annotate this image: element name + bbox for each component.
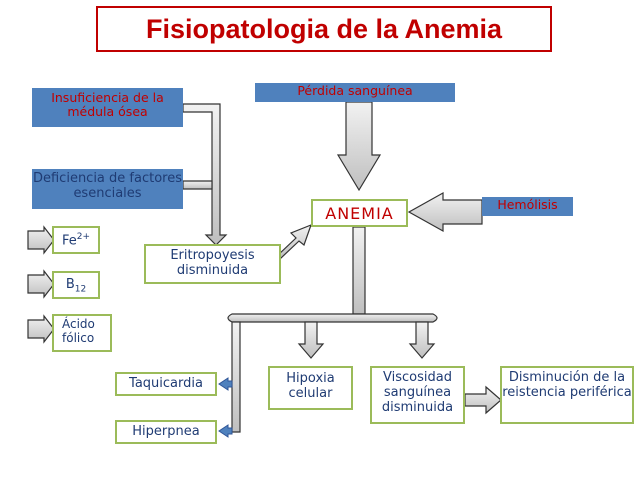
node-acido: Ácido fólico — [52, 314, 112, 352]
arrow-left-drop — [231, 321, 241, 433]
arrow-to-hiperpnea — [218, 424, 233, 438]
node-perdida-label: Pérdida sanguínea — [297, 83, 413, 98]
node-deficiencia-label: Deficiencia de factores esenciales — [32, 171, 182, 201]
arrow-insuficiencia-to-eritropoyesis — [182, 103, 228, 246]
arrow-to-taquicardia — [218, 377, 233, 391]
node-viscosidad: Viscosidad sanguínea disminuida — [370, 366, 465, 424]
node-hemolisis: Hemólisis — [482, 197, 573, 216]
node-disminucion-label: Disminución de la reistencia periférica — [502, 370, 632, 400]
page-title: Fisiopatologia de la Anemia — [96, 6, 552, 52]
arrow-deficiencia-line — [182, 180, 213, 190]
arrow-hemolisis-to-anemia — [407, 191, 483, 233]
node-taquicardia-label: Taquicardia — [129, 376, 203, 391]
arrow-eritropoyesis-to-anemia — [277, 223, 313, 259]
node-hiperpnea-label: Hiperpnea — [132, 424, 200, 439]
arrow-anemia-stem — [352, 226, 366, 315]
arrow-to-viscosidad — [408, 321, 436, 359]
node-b12-base: B — [65, 277, 75, 292]
arrow-bus — [227, 313, 438, 323]
node-anemia: ANEMIA — [311, 199, 408, 227]
node-hipoxia-label: Hipoxia celular — [286, 371, 335, 401]
node-fe: Fe2+ — [52, 226, 100, 254]
arrow-viscosidad-to-disminucion — [464, 385, 502, 415]
node-anemia-label: ANEMIA — [325, 204, 394, 223]
node-insuficiencia: Insuficiencia de la médula ósea — [32, 88, 183, 127]
node-viscosidad-label: Viscosidad sanguínea disminuida — [381, 370, 454, 415]
node-b12-sub: 12 — [74, 284, 87, 295]
node-eritropoyesis-label: Eritropoyesis disminuida — [170, 248, 255, 278]
arrow-to-hipoxia — [297, 321, 325, 359]
node-perdida: Pérdida sanguínea — [255, 83, 455, 102]
arrow-fe — [27, 225, 55, 255]
node-hiperpnea: Hiperpnea — [115, 420, 217, 444]
node-acido-label: Ácido fólico — [62, 317, 95, 345]
node-hipoxia: Hipoxia celular — [268, 366, 353, 410]
node-taquicardia: Taquicardia — [115, 372, 217, 396]
node-disminucion: Disminución de la reistencia periférica — [500, 366, 634, 424]
arrow-perdida-to-anemia — [336, 101, 382, 192]
arrow-acido — [27, 314, 55, 344]
node-b12: B12 — [52, 271, 100, 299]
node-deficiencia: Deficiencia de factores esenciales — [32, 169, 183, 209]
node-hemolisis-label: Hemólisis — [497, 197, 558, 212]
node-eritropoyesis: Eritropoyesis disminuida — [144, 244, 281, 284]
arrow-b12 — [27, 269, 55, 299]
node-fe-base: Fe — [61, 233, 77, 249]
node-insuficiencia-label: Insuficiencia de la médula ósea — [51, 90, 164, 120]
node-fe-sup: 2+ — [76, 232, 91, 242]
